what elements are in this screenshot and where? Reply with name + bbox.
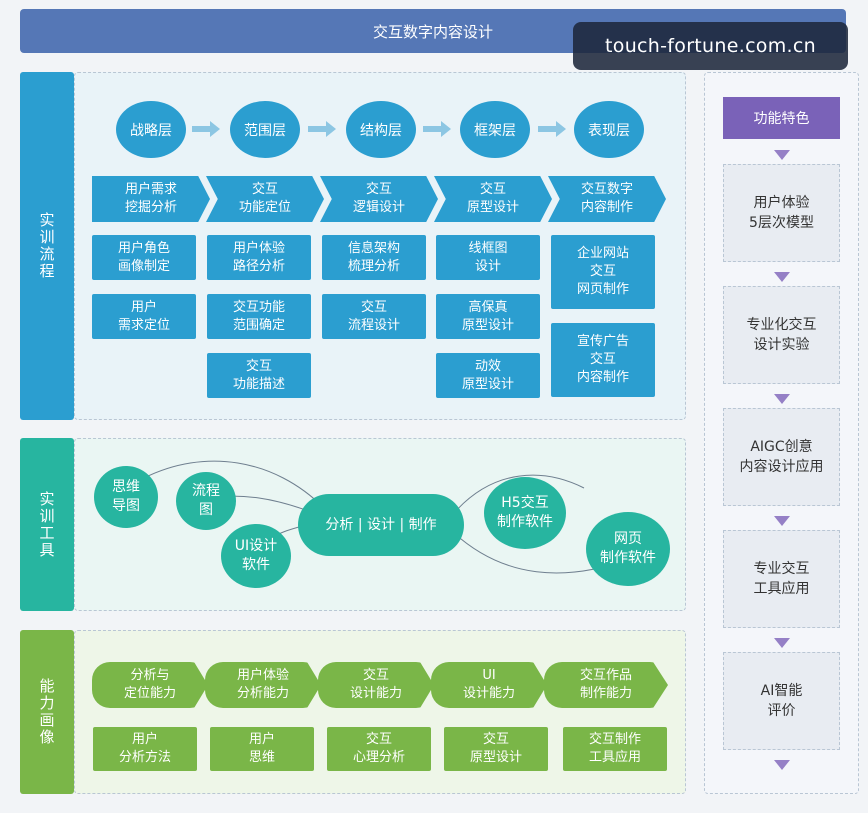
item-function-description: 交互 功能描述	[207, 353, 311, 398]
feature-aigc: AIGC创意 内容设计应用	[723, 408, 840, 506]
tool-web-software: 网页 制作软件	[586, 512, 670, 586]
layer-surface: 表现层	[574, 101, 644, 158]
ability-ux-analysis: 用户体验 分析能力	[205, 662, 321, 708]
arrow-right-icon	[192, 121, 220, 137]
item-info-architecture: 信息架构 梳理分析	[322, 235, 426, 280]
step-prototype-design: 交互 原型设计	[434, 176, 552, 222]
section-label-ability: 能力画像	[20, 630, 74, 794]
section-label-process: 实训流程	[20, 72, 74, 420]
tool-flowchart: 流程 图	[176, 472, 236, 530]
arrow-down-icon	[774, 394, 790, 404]
tools-panel	[74, 438, 686, 611]
tool-ui-software: UI设计 软件	[221, 524, 291, 588]
tools-center-node: 分析 | 设计 | 制作	[298, 494, 464, 556]
ability-item-psychology: 交互 心理分析	[327, 727, 431, 771]
ability-positioning: 分析与 定位能力	[92, 662, 208, 708]
feature-tools: 专业交互 工具应用	[723, 530, 840, 628]
step-content-production: 交互数字 内容制作	[548, 176, 666, 222]
arrow-down-icon	[774, 150, 790, 160]
arrow-down-icon	[774, 760, 790, 770]
arrow-right-icon	[538, 121, 566, 137]
item-user-persona: 用户角色 画像制定	[92, 235, 196, 280]
ability-item-prototype: 交互 原型设计	[444, 727, 548, 771]
ability-production: 交互作品 制作能力	[544, 662, 668, 708]
feature-ux-model: 用户体验 5层次模型	[723, 164, 840, 262]
ability-item-user-methods: 用户 分析方法	[93, 727, 197, 771]
arrow-down-icon	[774, 272, 790, 282]
features-header: 功能特色	[723, 97, 840, 139]
arrow-down-icon	[774, 516, 790, 526]
layer-structure: 结构层	[346, 101, 416, 158]
ability-ui-design: UI 设计能力	[431, 662, 547, 708]
item-hifi-prototype: 高保真 原型设计	[436, 294, 540, 339]
item-user-needs: 用户 需求定位	[92, 294, 196, 339]
tool-h5-software: H5交互 制作软件	[484, 477, 566, 549]
ability-interaction-design: 交互 设计能力	[318, 662, 434, 708]
tool-mind-map: 思维 导图	[94, 466, 158, 528]
item-website-production: 企业网站 交互 网页制作	[551, 235, 655, 309]
item-ux-path: 用户体验 路径分析	[207, 235, 311, 280]
item-motion-prototype: 动效 原型设计	[436, 353, 540, 398]
ability-item-tools: 交互制作 工具应用	[563, 727, 667, 771]
arrow-down-icon	[774, 638, 790, 648]
step-demand-analysis: 用户需求 挖掘分析	[92, 176, 210, 222]
step-logic-design: 交互 逻辑设计	[320, 176, 438, 222]
item-flow-design: 交互 流程设计	[322, 294, 426, 339]
section-label-tools: 实训工具	[20, 438, 74, 611]
item-wireframe: 线框图 设计	[436, 235, 540, 280]
step-function-positioning: 交互 功能定位	[206, 176, 324, 222]
layer-strategy: 战略层	[116, 101, 186, 158]
feature-design-lab: 专业化交互 设计实验	[723, 286, 840, 384]
item-function-scope: 交互功能 范围确定	[207, 294, 311, 339]
item-ad-production: 宣传广告 交互 内容制作	[551, 323, 655, 397]
arrow-right-icon	[308, 121, 336, 137]
watermark: touch-fortune.com.cn	[573, 22, 848, 70]
feature-ai-evaluation: AI智能 评价	[723, 652, 840, 750]
arrow-right-icon	[423, 121, 451, 137]
ability-item-user-thinking: 用户 思维	[210, 727, 314, 771]
layer-scope: 范围层	[230, 101, 300, 158]
layer-skeleton: 框架层	[460, 101, 530, 158]
